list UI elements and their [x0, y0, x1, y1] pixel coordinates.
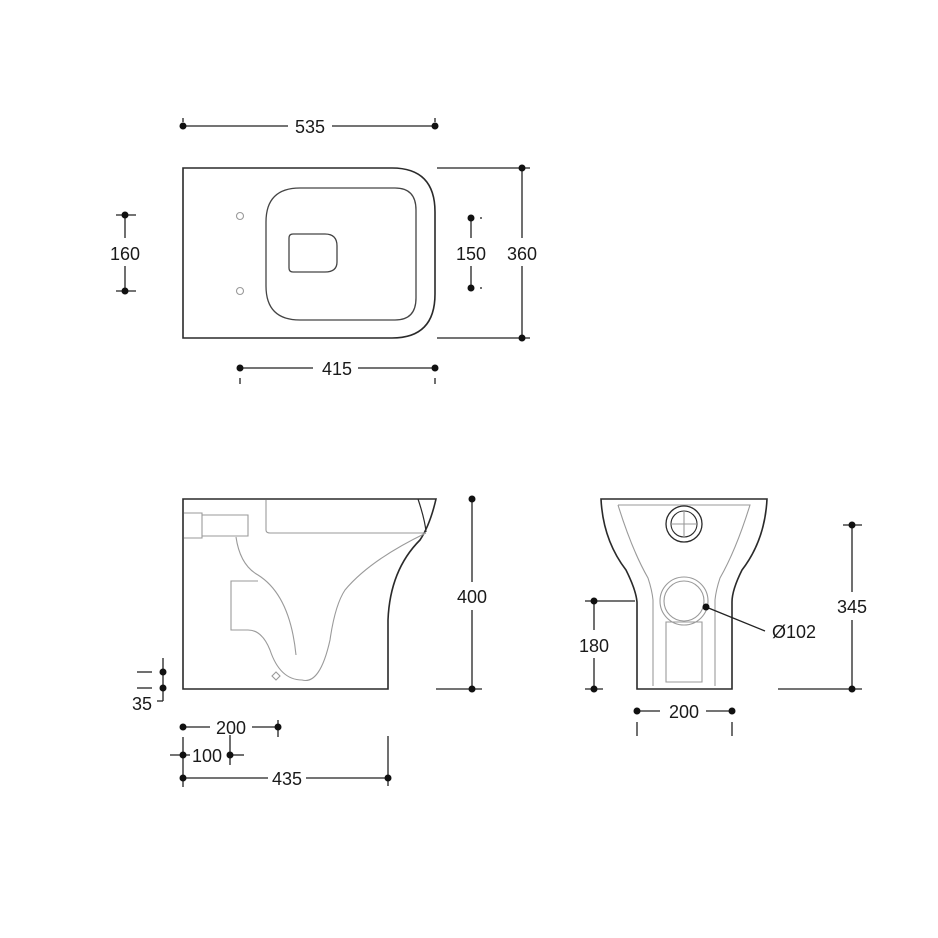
dim-160: 160: [110, 244, 140, 264]
trap-inner: [230, 532, 427, 682]
flush-inlet-outer: [665, 505, 703, 543]
dim-100: 100: [192, 746, 222, 766]
rim-channel: [265, 500, 426, 534]
fixing-hole-top: [235, 211, 245, 221]
dim-150: 150: [456, 244, 486, 264]
dim-diameter-102: Ø102: [772, 622, 816, 642]
dim-345: 345: [837, 597, 867, 617]
front-lower-panel: [665, 621, 703, 683]
front-view-outline: [600, 498, 768, 690]
dim-360: 360: [507, 244, 537, 264]
front-view: Ø102 180 345 200: [579, 498, 867, 736]
dim-200-front: 200: [669, 702, 699, 722]
bowl-opening: [288, 233, 338, 273]
dim-415: 415: [322, 359, 352, 379]
fixing-hole-bottom: [235, 286, 245, 296]
front-inner-outline: [617, 504, 751, 686]
top-view: 535 360 150 160 415: [110, 117, 537, 384]
outlet-circle-outer: [659, 576, 709, 626]
top-view-outline: [182, 167, 436, 339]
seat-outline: [265, 187, 417, 321]
dim-180: 180: [579, 636, 609, 656]
dim-35: 35: [132, 694, 152, 714]
rear-connector: [184, 512, 249, 539]
fixing-marker: [271, 671, 281, 681]
dim-200-side: 200: [216, 718, 246, 738]
side-view-outline: [182, 498, 438, 690]
outlet-circle-inner: [663, 580, 705, 622]
trap-outer: [235, 536, 297, 656]
dim-435: 435: [272, 769, 302, 789]
dim-535: 535: [295, 117, 325, 137]
side-view: 400 35 200 100 435: [132, 495, 487, 789]
dim-400: 400: [457, 587, 487, 607]
